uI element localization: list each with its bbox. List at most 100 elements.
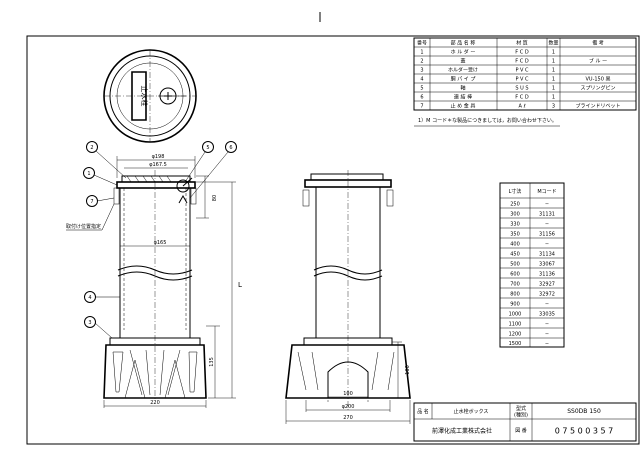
- code-row-l: 1000: [509, 312, 522, 318]
- front-dimensions: φ198 φ167.5 φ165 80 L 135 220: [103, 154, 242, 408]
- parts-row-material: P V C: [515, 68, 529, 74]
- code-row-l: 700: [510, 282, 520, 288]
- parts-row-qty: 1: [552, 95, 555, 101]
- title-block: 品 名 止水栓ボックス 型式 (種別) SS0DB 150 前澤化成工業株式会社…: [413, 402, 637, 442]
- title-name-value: 止水栓ボックス: [454, 408, 489, 415]
- parts-row-name: 止 め 金 具: [451, 103, 476, 110]
- code-row-l: 1500: [509, 341, 522, 347]
- dim-w100: 100: [343, 391, 353, 397]
- parts-row-no: 2: [420, 59, 423, 65]
- parts-row-note: スプリングピン: [580, 85, 615, 92]
- dim-w220: 220: [150, 400, 160, 406]
- code-row-m: 31136: [539, 272, 555, 278]
- parts-row-material: F C D: [515, 50, 529, 56]
- parts-header-material: 材 質: [516, 40, 528, 47]
- callout-5: 5: [206, 145, 209, 151]
- code-row-m: −: [545, 242, 549, 248]
- parts-header-name: 部 品 名 称: [451, 40, 476, 47]
- dim-h100: 100: [405, 365, 411, 375]
- parts-row-no: 1: [420, 50, 423, 56]
- side-dimensions: 100 100 φ200 270: [285, 341, 411, 424]
- parts-header-qty: 数量: [548, 40, 558, 47]
- dim-h135: 135: [209, 357, 215, 367]
- code-header-l: L寸法: [509, 188, 522, 195]
- parts-row-material: P V C: [515, 77, 529, 83]
- lid-label-plate: [131, 71, 147, 121]
- title-drawing-label: 図 番: [515, 427, 527, 434]
- code-row-l: 1200: [509, 332, 522, 338]
- code-row-l: 330: [510, 222, 520, 228]
- parts-row-name: 胴 パ イ プ: [451, 77, 476, 83]
- parts-row-qty: 1: [552, 50, 555, 56]
- parts-row-qty: 1: [552, 77, 555, 83]
- callout-1: 1: [87, 171, 90, 177]
- code-row-l: 800: [510, 292, 520, 298]
- callout-4: 4: [88, 295, 91, 301]
- parts-row-name: 軸: [460, 85, 465, 92]
- callout-6: 6: [229, 145, 232, 151]
- table-note: 1）M コード＊な製品につきましては，お問い合わせ下さい。: [418, 117, 557, 124]
- title-company: 前澤化成工業株式会社: [432, 427, 492, 435]
- side-annotation: 取付け位置指定: [66, 223, 101, 230]
- dim-d198: φ198: [152, 154, 165, 160]
- parts-row-name: 蓋: [460, 58, 465, 65]
- side-view: [285, 170, 411, 410]
- parts-row-qty: 1: [552, 59, 555, 65]
- parts-row-material: F C D: [515, 59, 529, 65]
- parts-row-material: A ℓ: [518, 104, 525, 110]
- code-row-m: 32972: [539, 292, 555, 298]
- parts-row-name: ホルダー受け: [448, 67, 478, 74]
- lid-label: 止水栓: [140, 86, 149, 107]
- code-row-l: 500: [510, 262, 520, 268]
- sheet-border: [26, 35, 640, 445]
- parts-row-no: 7: [420, 104, 423, 110]
- parts-row-note: ブラインドリベット: [575, 103, 620, 110]
- code-row-m: 31131: [539, 212, 555, 218]
- code-table: L寸法 Mコード 250 − 300 31131 330 − 350 31156…: [499, 182, 565, 348]
- dim-L: L: [238, 281, 242, 289]
- code-row-l: 900: [510, 302, 520, 308]
- code-row-m: 32927: [539, 282, 555, 288]
- parts-row-material: S U S: [515, 86, 528, 92]
- parts-row-qty: 1: [552, 86, 555, 92]
- title-type-value: SS0DB 150: [567, 408, 601, 415]
- front-view: [103, 170, 207, 400]
- callout-7: 7: [90, 199, 93, 205]
- code-row-l: 400: [510, 242, 520, 248]
- title-type-label: 型式: [516, 405, 526, 412]
- side-annotation-leader: [101, 203, 115, 231]
- parts-row-qty: 1: [552, 68, 555, 74]
- code-row-l: 250: [510, 202, 520, 208]
- title-name-label: 品 名: [417, 408, 429, 415]
- parts-row-no: 3: [420, 68, 423, 74]
- dim-w270: 270: [343, 415, 353, 421]
- parts-row-material: F C D: [515, 95, 529, 101]
- code-row-m: −: [545, 332, 549, 338]
- dim-h80: 80: [212, 195, 218, 201]
- callout-3: 3: [88, 320, 91, 326]
- code-row-m: −: [545, 322, 549, 328]
- parts-row-name: 連 結 棒: [454, 94, 472, 101]
- code-row-m: 31156: [539, 232, 555, 238]
- parts-row-no: 5: [420, 86, 423, 92]
- code-row-m: 33067: [539, 262, 555, 268]
- callouts: 2 1 7 4 3 5 6: [83, 141, 237, 339]
- parts-row-note: ブ ル ー: [589, 58, 607, 65]
- top-view: 止水栓: [103, 49, 197, 143]
- dim-d165: φ165: [154, 240, 167, 246]
- code-row-m: −: [545, 341, 549, 347]
- parts-row-qty: 3: [552, 104, 555, 110]
- code-row-m: −: [545, 222, 549, 228]
- parts-row-no: 6: [420, 95, 423, 101]
- code-header-m: Mコード: [537, 189, 556, 195]
- parts-table: 番号 部 品 名 称 材 質 数量 備 考 1 ホ ル ダ ー F C D 1 …: [413, 37, 637, 111]
- code-row-l: 300: [510, 212, 520, 218]
- parts-header-note: 備 考: [592, 40, 604, 47]
- parts-row-name: ホ ル ダ ー: [451, 49, 476, 56]
- code-row-l: 600: [510, 272, 520, 278]
- code-row-l: 350: [510, 232, 520, 238]
- parts-row-no: 4: [420, 77, 423, 83]
- code-row-l: 450: [510, 252, 520, 258]
- code-row-l: 1100: [509, 322, 522, 328]
